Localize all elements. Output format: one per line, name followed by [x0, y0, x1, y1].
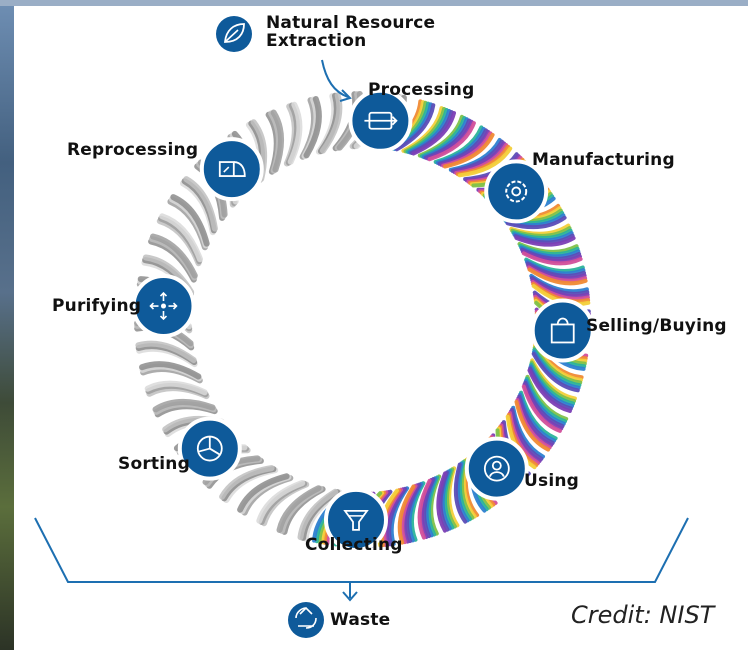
arrows-out-icon	[149, 291, 178, 321]
funnel-icon	[343, 509, 369, 531]
recycle-waste-icon	[288, 602, 324, 638]
stage-label-sorting: Sorting	[118, 454, 190, 474]
rope-strand	[270, 109, 285, 173]
stage-label-processing: Processing	[368, 80, 475, 100]
background-photo-strip	[0, 0, 14, 650]
rope-strand	[531, 351, 580, 393]
extraction-label-line-1: Natural Resource	[266, 13, 436, 33]
rope-strand	[411, 111, 456, 156]
stage-node-manufacturing	[484, 159, 549, 224]
rope-strand	[303, 96, 322, 159]
rope-strand	[139, 361, 202, 380]
stage-node-processing	[348, 88, 413, 153]
rope-strand	[170, 194, 210, 247]
rope-strand	[135, 340, 197, 364]
gear-icon	[505, 180, 528, 203]
rope-strand	[256, 480, 306, 524]
extraction-arrow	[321, 59, 349, 98]
waste-label: Waste	[330, 610, 391, 630]
waste-arrow-head	[342, 591, 358, 602]
rope-strand	[152, 398, 216, 413]
rope-strand	[237, 473, 290, 513]
rope-strand	[521, 384, 562, 433]
rope-strand	[514, 400, 551, 452]
stage-node-collecting	[324, 487, 388, 552]
rope-strand	[527, 368, 572, 413]
extraction-label: Natural Resource Extraction	[266, 14, 435, 50]
extraction-label-line-2: Extraction	[266, 31, 367, 51]
stage-label-manufacturing: Manufacturing	[532, 150, 675, 170]
rope-strand	[144, 380, 208, 396]
user-icon	[483, 455, 510, 482]
stage-label-reprocessing: Reprocessing	[67, 140, 199, 160]
stage-node-sorting	[177, 416, 242, 481]
stage-node-reprocessing	[199, 137, 264, 202]
rope-strand	[427, 121, 476, 162]
rope-strand	[453, 462, 468, 524]
rope-strand	[183, 176, 218, 232]
background-photo-top	[0, 0, 748, 6]
rope-strand	[159, 213, 203, 263]
stage-label-purifying: Purifying	[52, 296, 142, 316]
rope-strand	[527, 267, 588, 286]
rope-strand	[521, 251, 583, 266]
rope-strand	[297, 488, 339, 541]
rope-strand	[394, 103, 436, 152]
rope-strand	[219, 465, 275, 500]
stage-label-selling-buying: Selling/Buying	[586, 316, 727, 336]
stage-node-purifying	[131, 274, 196, 338]
rope-strand	[287, 101, 303, 165]
extraction-arrow-head	[339, 89, 352, 102]
pie-icon	[196, 435, 223, 462]
rope-strand	[457, 146, 513, 178]
leaf-icon	[216, 16, 252, 52]
processing-icon	[364, 111, 398, 130]
rope-strand	[276, 485, 322, 533]
stage-node-selling-buying	[530, 298, 595, 363]
stage-node-using	[464, 436, 529, 501]
rope-strand	[397, 484, 416, 545]
waste-bracket	[34, 517, 689, 583]
rope-strand	[505, 215, 567, 230]
credit-text: Credit: NIST	[571, 601, 715, 629]
stage-label-using: Using	[524, 471, 580, 491]
rope-strand	[150, 233, 198, 279]
shopping-bag-icon	[550, 317, 575, 344]
rope-strand	[417, 478, 432, 540]
rope-strand	[319, 92, 343, 154]
reprocess-icon	[218, 161, 246, 177]
stage-label-collecting: Collecting	[305, 535, 403, 555]
rope-strand	[443, 132, 495, 169]
rope-strand	[514, 236, 576, 247]
rope-strand	[436, 471, 447, 533]
